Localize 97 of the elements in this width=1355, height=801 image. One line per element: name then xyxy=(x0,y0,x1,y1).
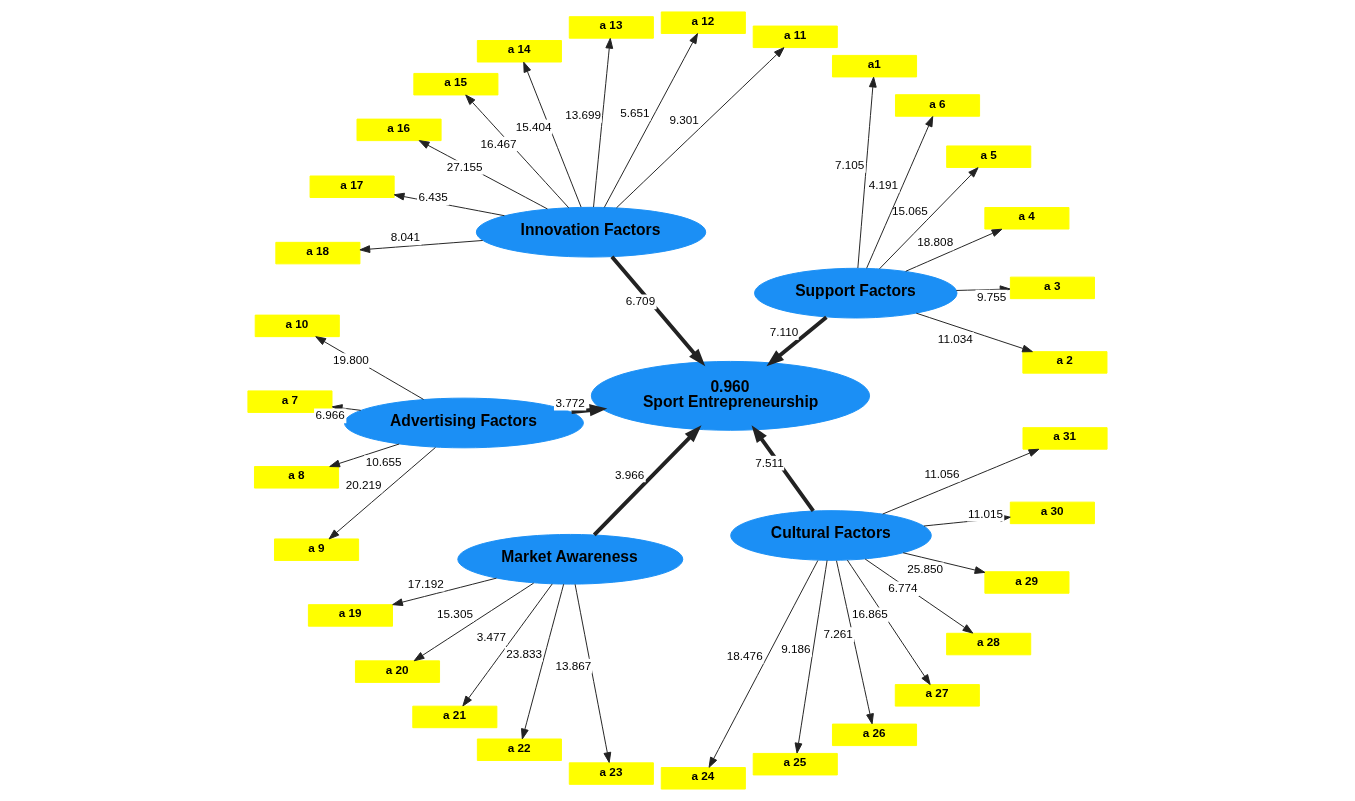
arrow xyxy=(592,425,702,537)
edge-label: 9.186 xyxy=(781,641,811,655)
node-box: a 15 xyxy=(413,72,499,96)
edge-label: 5.651 xyxy=(620,105,650,119)
edge-label: 19.800 xyxy=(332,353,369,367)
edge-label: 15.404 xyxy=(515,119,552,133)
edge-label: 18.808 xyxy=(917,235,954,249)
node-box: a 4 xyxy=(984,207,1070,230)
node-box: a 3 xyxy=(1009,276,1095,300)
arrow xyxy=(521,583,565,740)
node-box: a 8 xyxy=(254,466,340,489)
edge-label: 8.041 xyxy=(390,230,420,244)
edge-label: 4.191 xyxy=(868,177,899,191)
arrow xyxy=(331,404,362,412)
node-box: a 12 xyxy=(660,11,746,34)
arrow xyxy=(465,94,570,209)
node-box: a 31 xyxy=(1022,427,1108,450)
edge-label: 7.261 xyxy=(823,627,853,641)
edge-label: 20.219 xyxy=(345,478,382,492)
edge-label: 16.865 xyxy=(852,607,888,621)
node-box: a 11 xyxy=(752,25,838,49)
arrow xyxy=(413,582,535,662)
arrow xyxy=(329,443,400,468)
arrow xyxy=(846,559,931,686)
edge-label: 6.774 xyxy=(888,581,918,595)
edge-label: 10.655 xyxy=(365,455,402,469)
node-box: a 16 xyxy=(356,118,442,142)
node-box: a 21 xyxy=(412,705,498,729)
node-box: a 25 xyxy=(752,752,838,776)
edge-label: 6.966 xyxy=(315,408,345,422)
node-ellipse: Innovation Factors xyxy=(475,206,707,258)
edge-label: 7.110 xyxy=(769,325,799,339)
arrow xyxy=(882,448,1040,515)
node-box: a 10 xyxy=(254,314,340,338)
node-box: a 29 xyxy=(984,571,1070,594)
edge-label: 13.867 xyxy=(555,658,592,672)
edge-label: 23.833 xyxy=(506,646,543,660)
arrow xyxy=(794,559,828,754)
edge-label: 11.015 xyxy=(968,506,1004,520)
node-box: a 22 xyxy=(476,738,562,761)
edge-label: 6.435 xyxy=(418,190,448,204)
arrow xyxy=(610,255,706,367)
node-box: a 5 xyxy=(946,145,1032,168)
arrow xyxy=(879,167,979,270)
edge-label: 3.772 xyxy=(555,395,585,409)
arrow xyxy=(462,583,553,707)
edge-label: 16.467 xyxy=(480,136,517,150)
edge-label: 3.477 xyxy=(476,630,507,644)
edge-label: 11.034 xyxy=(937,332,973,346)
arrow xyxy=(857,76,877,269)
arrow xyxy=(571,404,608,417)
arrow xyxy=(523,61,582,208)
arrow xyxy=(915,312,1033,353)
node-box: a 28 xyxy=(946,632,1032,656)
arrow xyxy=(574,583,612,763)
arrow xyxy=(708,560,819,768)
node-box: a 2 xyxy=(1022,351,1108,374)
edge-label: 27.155 xyxy=(446,160,483,174)
arrow xyxy=(328,446,436,540)
arrow xyxy=(603,33,698,208)
node-box: a 9 xyxy=(274,538,360,561)
edge-label: 3.966 xyxy=(614,467,645,481)
edge-label: 18.476 xyxy=(726,649,763,663)
arrow xyxy=(315,336,425,400)
edge-label: 7.105 xyxy=(834,157,865,171)
node-box: a 19 xyxy=(307,604,393,627)
node-box: a1 xyxy=(832,54,918,78)
node-box: a 30 xyxy=(1009,501,1095,525)
node-ellipse: Market Awareness xyxy=(457,533,684,585)
node-box: a 20 xyxy=(354,660,441,683)
edge-label: 11.056 xyxy=(924,466,960,480)
edge-label: 17.192 xyxy=(407,576,444,590)
node-box: a 26 xyxy=(831,723,918,747)
node-box: a 14 xyxy=(476,40,562,63)
node-box: a 24 xyxy=(660,767,746,790)
node-box: a 27 xyxy=(894,684,980,707)
edge-label: 13.699 xyxy=(565,107,602,121)
node-box: a 18 xyxy=(275,241,361,265)
arrow xyxy=(359,240,484,253)
edge-label: 7.511 xyxy=(755,455,784,469)
node-box: a 6 xyxy=(895,94,981,117)
edge-label: 6.709 xyxy=(625,294,656,308)
node-box: a 17 xyxy=(309,175,395,198)
node-ellipse: Support Factors xyxy=(754,267,958,319)
arrow xyxy=(836,560,874,725)
edge-label: 15.305 xyxy=(437,607,473,621)
edge-label: 9.301 xyxy=(669,112,699,126)
arrow xyxy=(902,552,986,574)
arrow xyxy=(593,37,614,208)
arrow xyxy=(905,228,1003,272)
node-box: a 13 xyxy=(568,16,654,39)
node-ellipse: Cultural Factors xyxy=(730,510,932,561)
node-box: a 23 xyxy=(568,762,654,785)
edge-label: 15.065 xyxy=(892,203,928,217)
arrow xyxy=(864,558,974,634)
edge-label: 25.850 xyxy=(907,562,944,576)
edge-label: 9.755 xyxy=(976,289,1007,303)
